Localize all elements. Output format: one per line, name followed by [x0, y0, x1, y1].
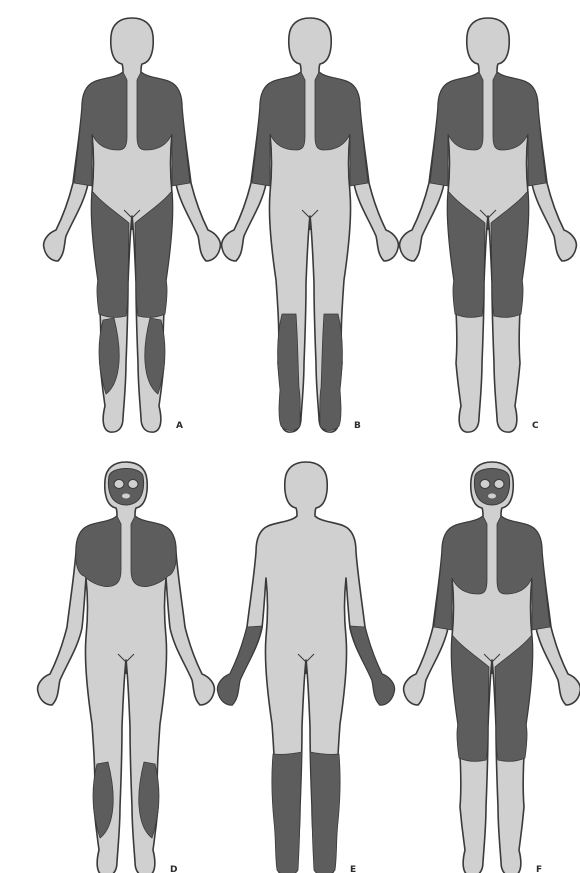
figure-label: E — [350, 865, 356, 873]
right-eye-ring — [128, 480, 138, 489]
shaded-region-periocular-face — [108, 469, 143, 506]
figure-label: C — [532, 421, 539, 431]
shaded-region-lower-legs-feet-left — [272, 752, 302, 873]
shaded-region-calves-feet-left — [278, 314, 301, 431]
right-eye-ring — [494, 480, 504, 489]
left-eye-ring — [480, 480, 490, 489]
figure-label: B — [354, 421, 361, 431]
figure-label: F — [536, 865, 542, 873]
mouth-ring — [488, 494, 496, 499]
figure-label: A — [176, 421, 183, 431]
figure-label: D — [170, 865, 177, 873]
shaded-region-calves-feet-right — [320, 314, 343, 431]
shaded-region-lower-legs-feet-right — [310, 752, 340, 873]
shaded-region-periocular-face — [474, 469, 509, 506]
mouth-ring — [122, 494, 130, 499]
left-eye-ring — [114, 480, 124, 489]
